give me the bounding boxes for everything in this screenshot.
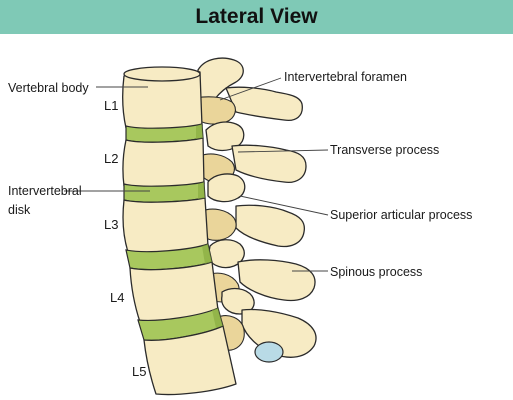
l1-superior-articular [197,57,244,101]
l3-superior-articular [207,173,246,203]
label-spinous-process: Spinous process [330,265,422,279]
l4-spinous-process [237,259,316,302]
label-vertebral-body: Vertebral body [8,81,89,95]
level-label-l5: L5 [132,364,146,379]
leader-superior-articular-process [239,195,329,216]
level-label-l4: L4 [110,290,124,305]
vertebral-column [122,66,237,396]
label-intervertebral-disk-line2: disk [8,203,31,217]
sacral-canal [254,341,284,363]
label-intervertebral-disk-line1: Intervertebral [8,184,82,198]
label-transverse-process: Transverse process [330,143,439,157]
vertebra-l3 [122,197,209,255]
l1-spinous-process [225,86,303,122]
l1-pedicle [195,96,236,125]
label-superior-articular-process: Superior articular process [330,208,472,222]
leader-lines [64,77,329,272]
page-title: Lateral View [195,5,318,28]
leader-transverse-process [237,149,329,153]
l3-spinous-process [235,204,306,248]
level-label-l2: L2 [104,151,118,166]
level-label-l3: L3 [104,217,118,232]
l2-transverse-process [205,121,245,152]
label-intervertebral-foramen: Intervertebral foramen [284,70,407,84]
disk-shadow [196,124,203,139]
vertebra-l1-top [123,66,201,82]
vertebra-l2 [122,137,205,189]
l4-articular [207,239,245,269]
header-bar: Lateral View [0,0,513,34]
posterior-elements [195,57,317,363]
disk-shadow [212,308,223,328]
leader-intervertebral-foramen [219,77,282,101]
disk-shadow [202,244,212,264]
l2-spinous-process [231,144,307,184]
disk-shadow [198,182,205,199]
level-label-l1: L1 [104,98,118,113]
vertebra-l5 [143,325,237,396]
